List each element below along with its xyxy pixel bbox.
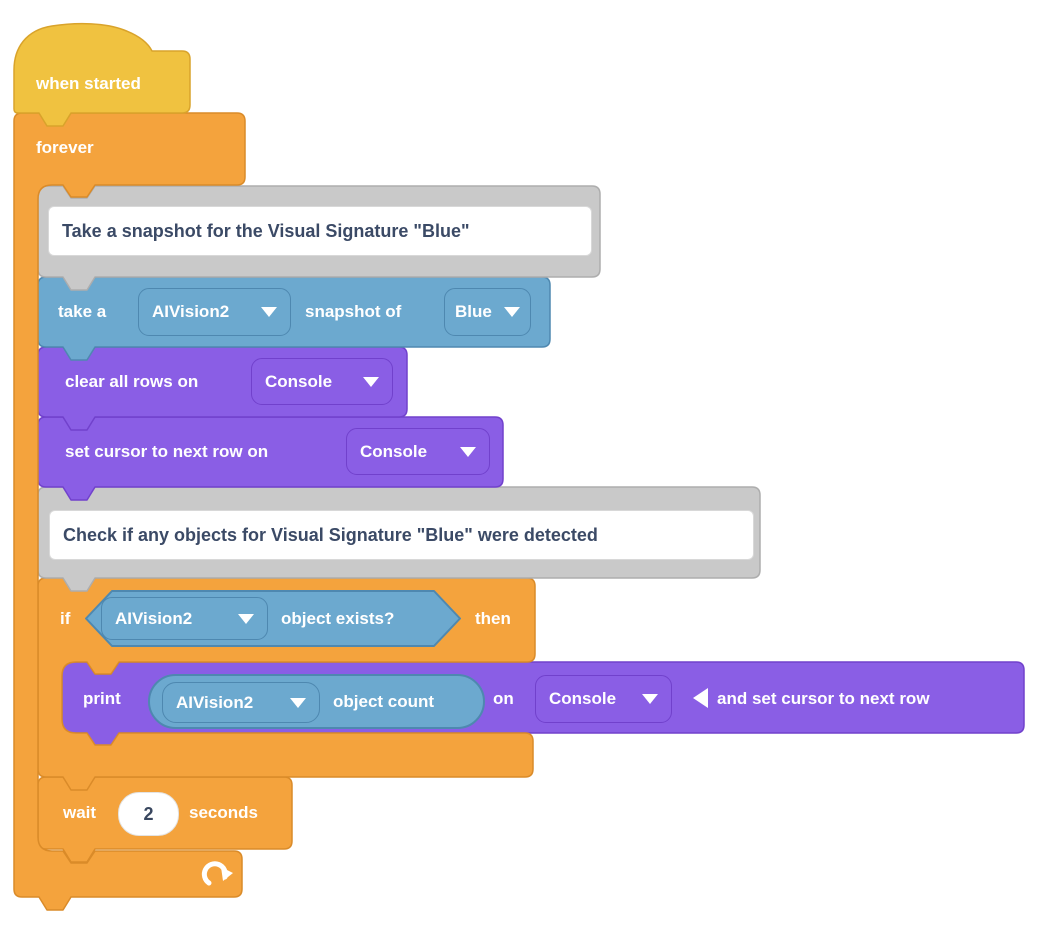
device-dropdown-value: AIVision2 <box>152 302 230 321</box>
print-label: print <box>83 689 121 708</box>
take-snapshot-middle: snapshot of <box>305 302 402 321</box>
wait-seconds-input[interactable]: 2 <box>118 792 179 836</box>
clear-rows-label: clear all rows on <box>65 372 199 391</box>
then-label: then <box>475 609 511 628</box>
when-started-block[interactable]: when started <box>13 22 191 128</box>
comment-check-objects[interactable]: Check if any objects for Visual Signatur… <box>37 486 761 592</box>
forever-label: forever <box>36 138 94 157</box>
comment-text: Take a snapshot for the Visual Signature… <box>62 220 470 241</box>
console-dropdown-value: Console <box>360 441 428 461</box>
reporter-label: object count <box>333 692 435 711</box>
caret-down-icon <box>290 697 306 708</box>
if-label: if <box>60 609 71 628</box>
signature-dropdown[interactable]: Blue <box>444 288 531 336</box>
collapse-arrow-icon[interactable] <box>693 688 708 708</box>
caret-down-icon <box>363 376 379 387</box>
condition-hexagon[interactable]: AIVision2 object exists? <box>85 590 461 647</box>
caret-down-icon <box>504 307 520 317</box>
device-dropdown[interactable]: AIVision2 <box>138 288 291 336</box>
condition-label: object exists? <box>281 609 395 628</box>
signature-dropdown-value: Blue <box>455 302 492 321</box>
caret-down-icon <box>238 613 254 624</box>
console-dropdown[interactable]: Console <box>346 428 490 475</box>
print-block[interactable]: print AIVision2 object count on Console … <box>61 661 1025 747</box>
take-snapshot-prefix: take a <box>58 302 107 321</box>
device-dropdown[interactable]: AIVision2 <box>162 682 320 723</box>
caret-down-icon <box>261 307 277 317</box>
comment-text: Check if any objects for Visual Signatur… <box>63 524 598 545</box>
forever-block[interactable]: forever <box>13 112 246 913</box>
wait-block[interactable]: wait 2 seconds <box>37 776 293 863</box>
wait-seconds-value: 2 <box>143 803 154 824</box>
device-dropdown-value: AIVision2 <box>115 608 193 628</box>
wait-label: wait <box>63 803 97 822</box>
comment-text-box: Take a snapshot for the Visual Signature… <box>48 206 592 256</box>
comment-text-box: Check if any objects for Visual Signatur… <box>49 510 754 560</box>
wait-suffix-label: seconds <box>189 803 258 822</box>
print-expand-label: and set cursor to next row <box>717 689 930 708</box>
console-dropdown-value: Console <box>265 371 333 391</box>
comment-take-snapshot[interactable]: Take a snapshot for the Visual Signature… <box>37 185 601 291</box>
device-dropdown-value: AIVision2 <box>176 692 254 712</box>
set-cursor-label: set cursor to next row on <box>65 442 269 461</box>
console-dropdown-value: Console <box>549 689 617 708</box>
take-snapshot-block[interactable]: take a AIVision2 snapshot of Blue <box>37 276 551 361</box>
caret-down-icon <box>642 694 658 704</box>
console-dropdown[interactable]: Console <box>251 358 393 405</box>
clear-rows-block[interactable]: clear all rows on Console <box>37 346 408 431</box>
caret-down-icon <box>460 446 476 457</box>
console-dropdown[interactable]: Console <box>535 675 672 723</box>
when-started-label: when started <box>36 74 141 93</box>
device-dropdown[interactable]: AIVision2 <box>101 597 268 640</box>
if-block[interactable]: if AIVision2 object exists? then <box>37 577 536 792</box>
print-on-label: on <box>493 689 514 708</box>
object-count-reporter[interactable]: AIVision2 object count <box>148 674 485 729</box>
